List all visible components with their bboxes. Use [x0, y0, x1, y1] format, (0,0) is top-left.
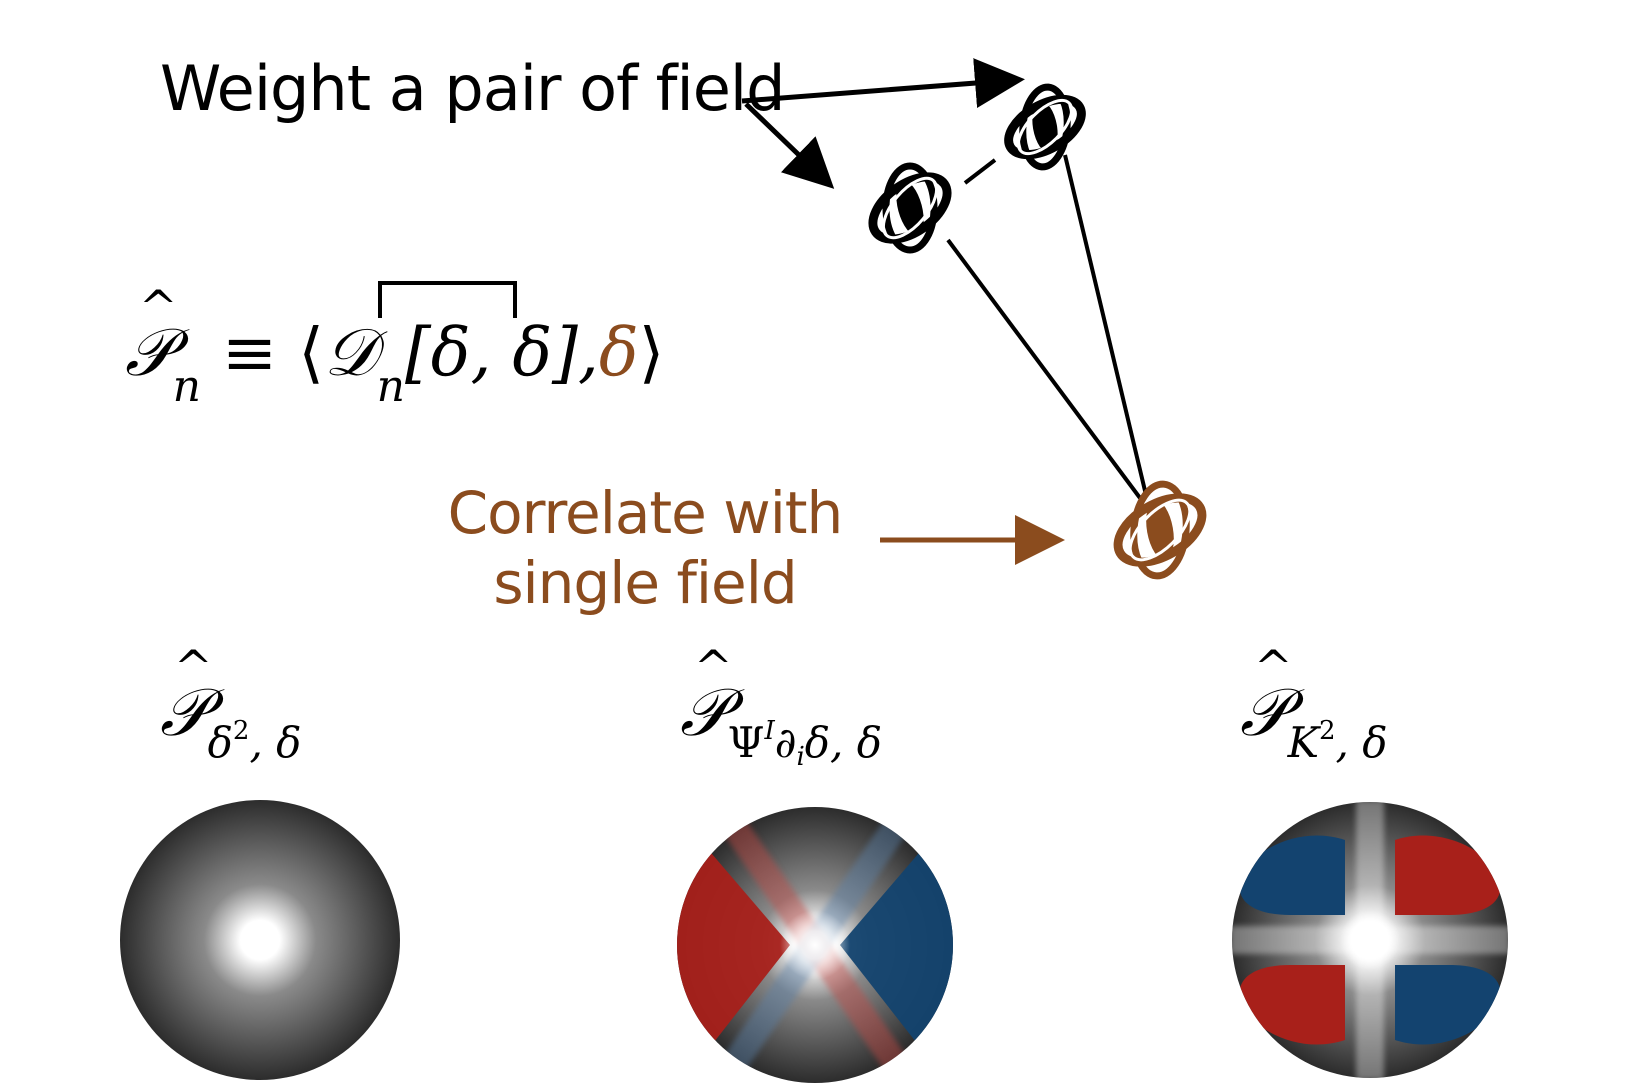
- correlate-label-line1: Correlate with: [447, 479, 844, 547]
- weight-arrow-1: [741, 58, 1025, 108]
- panel2-symbol: 𝒫: [680, 644, 732, 746]
- formula-langle: ⟨: [298, 314, 324, 391]
- tidal-blue-lobe-tl: [1239, 835, 1345, 915]
- panel3-sub-sup: 2: [1318, 716, 1336, 746]
- sphere-delta-squared: [120, 800, 400, 1080]
- galaxy-icon: [1004, 83, 1086, 171]
- panel3-sub-main: K: [1287, 718, 1319, 767]
- panel2-sub-sup: I: [764, 716, 775, 746]
- panel-label-delta-squared: 𝒫δ2, δ: [160, 644, 301, 764]
- panel2-sub-subsub: i: [796, 742, 805, 772]
- sphere-shift: [677, 807, 953, 1083]
- sphere-tidal: [1232, 802, 1508, 1078]
- formula-operator-subscript: n: [376, 361, 405, 412]
- panel2-sub-mid: ∂: [774, 718, 797, 767]
- panel1-sub-tail: , δ: [249, 718, 302, 767]
- panel3-sub-tail: , δ: [1335, 718, 1388, 767]
- formula-rangle: ⟩: [638, 314, 665, 391]
- formula-equiv: ≡: [221, 314, 278, 391]
- weight-arrow-2: [744, 102, 835, 189]
- galaxy-icon: [868, 162, 952, 254]
- formula-single-field: δ: [598, 314, 639, 391]
- tidal-red-lobe-bl: [1239, 965, 1345, 1045]
- formula: 𝒫n ≡ ⟨𝒟n[δ, δ],δ⟩: [125, 284, 664, 409]
- link-right: [1063, 154, 1148, 496]
- link-left: [946, 238, 1142, 500]
- tidal-blue-lobe-br: [1395, 965, 1501, 1045]
- pair-link: [963, 158, 997, 185]
- panel1-sub-sup: 2: [232, 716, 250, 746]
- tidal-red-lobe-tr: [1395, 835, 1501, 915]
- panel1-sub-main: δ: [207, 718, 233, 767]
- weight-pair-label: Weight a pair of field: [160, 52, 785, 125]
- formula-args: [δ, δ],: [404, 314, 599, 391]
- galaxy-icon-brown: [1113, 480, 1207, 580]
- formula-operator-symbol: 𝒟: [323, 314, 377, 391]
- panel1-symbol: 𝒫: [160, 644, 212, 746]
- pair-bracket: [378, 281, 517, 318]
- panel-label-shift: 𝒫ΨI∂iδ, δ: [680, 644, 882, 770]
- formula-lhs-subscript: n: [172, 361, 201, 412]
- correlate-label: Correlate with single field: [420, 478, 870, 618]
- correlate-label-line2: single field: [493, 549, 797, 617]
- panel-label-tidal: 𝒫K2, δ: [1240, 644, 1388, 764]
- panel3-symbol: 𝒫: [1240, 644, 1292, 746]
- panel2-sub-main: Ψ: [727, 718, 765, 767]
- panel2-sub-tail: δ, δ: [804, 718, 883, 767]
- formula-lhs-symbol: 𝒫: [125, 284, 177, 386]
